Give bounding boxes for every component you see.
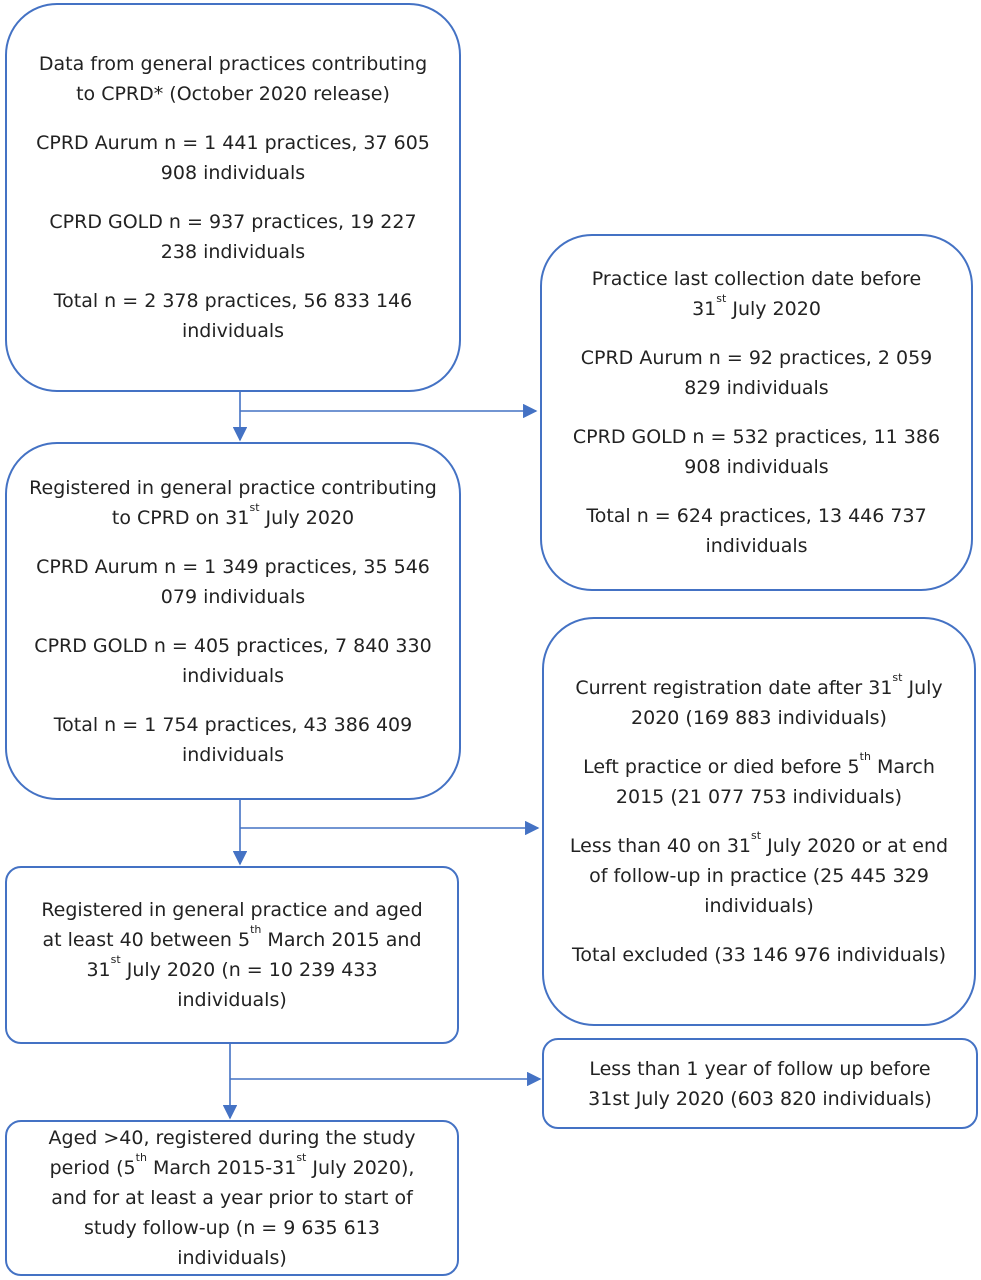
box-registered-july-2020: Registered in general practice contribut…	[5, 442, 461, 800]
box-source-gold: CPRD GOLD n = 937 practices, 19 227 238 …	[49, 211, 417, 263]
box-aged-40: Registered in general practice and aged …	[5, 866, 459, 1044]
box-last-collection-title: Practice last collection date before 31s…	[591, 268, 922, 320]
box-excl-total: Total excluded (33 146 976 individuals)	[571, 944, 947, 966]
box-excl-current-registration: Current registration date after 31st Jul…	[575, 671, 943, 729]
box-excluded-follow-up: Less than 1 year of follow up before 31s…	[542, 1038, 978, 1129]
box-aged-40-text: Registered in general practice and aged …	[41, 899, 423, 1011]
box-source-data: Data from general practices contributing…	[5, 3, 461, 392]
box-registered-total: Total n = 1 754 practices, 43 386 409 in…	[53, 713, 413, 766]
box-source-title: Data from general practices contributing…	[38, 53, 428, 105]
box-excluded-last-collection: Practice last collection date before 31s…	[540, 234, 973, 591]
box-final-cohort-text: Aged >40, registered during the study pe…	[48, 1127, 416, 1269]
box-registered-title: Registered in general practice contribut…	[29, 476, 437, 529]
box-source-total: Total n = 2 378 practices, 56 833 146 in…	[53, 290, 413, 342]
box-registered-gold: CPRD GOLD n = 405 practices, 7 840 330 i…	[34, 634, 432, 687]
box-last-collection-aurum: CPRD Aurum n = 92 practices, 2 059 829 i…	[580, 347, 933, 399]
box-excl-left-or-died: Left practice or died before 5th March 2…	[583, 750, 935, 808]
box-follow-up-text: Less than 1 year of follow up before 31s…	[588, 1057, 932, 1110]
box-last-collection-total: Total n = 624 practices, 13 446 737 indi…	[586, 505, 927, 557]
box-registered-aurum: CPRD Aurum n = 1 349 practices, 35 546 0…	[36, 555, 430, 608]
box-final-cohort: Aged >40, registered during the study pe…	[5, 1120, 459, 1276]
box-last-collection-gold: CPRD GOLD n = 532 practices, 11 386 908 …	[572, 426, 941, 478]
box-source-aurum: CPRD Aurum n = 1 441 practices, 37 605 9…	[36, 132, 430, 184]
box-excl-under-40: Less than 40 on 31st July 2020 or at end…	[569, 829, 949, 917]
box-excluded-registration: Current registration date after 31st Jul…	[542, 617, 976, 1026]
